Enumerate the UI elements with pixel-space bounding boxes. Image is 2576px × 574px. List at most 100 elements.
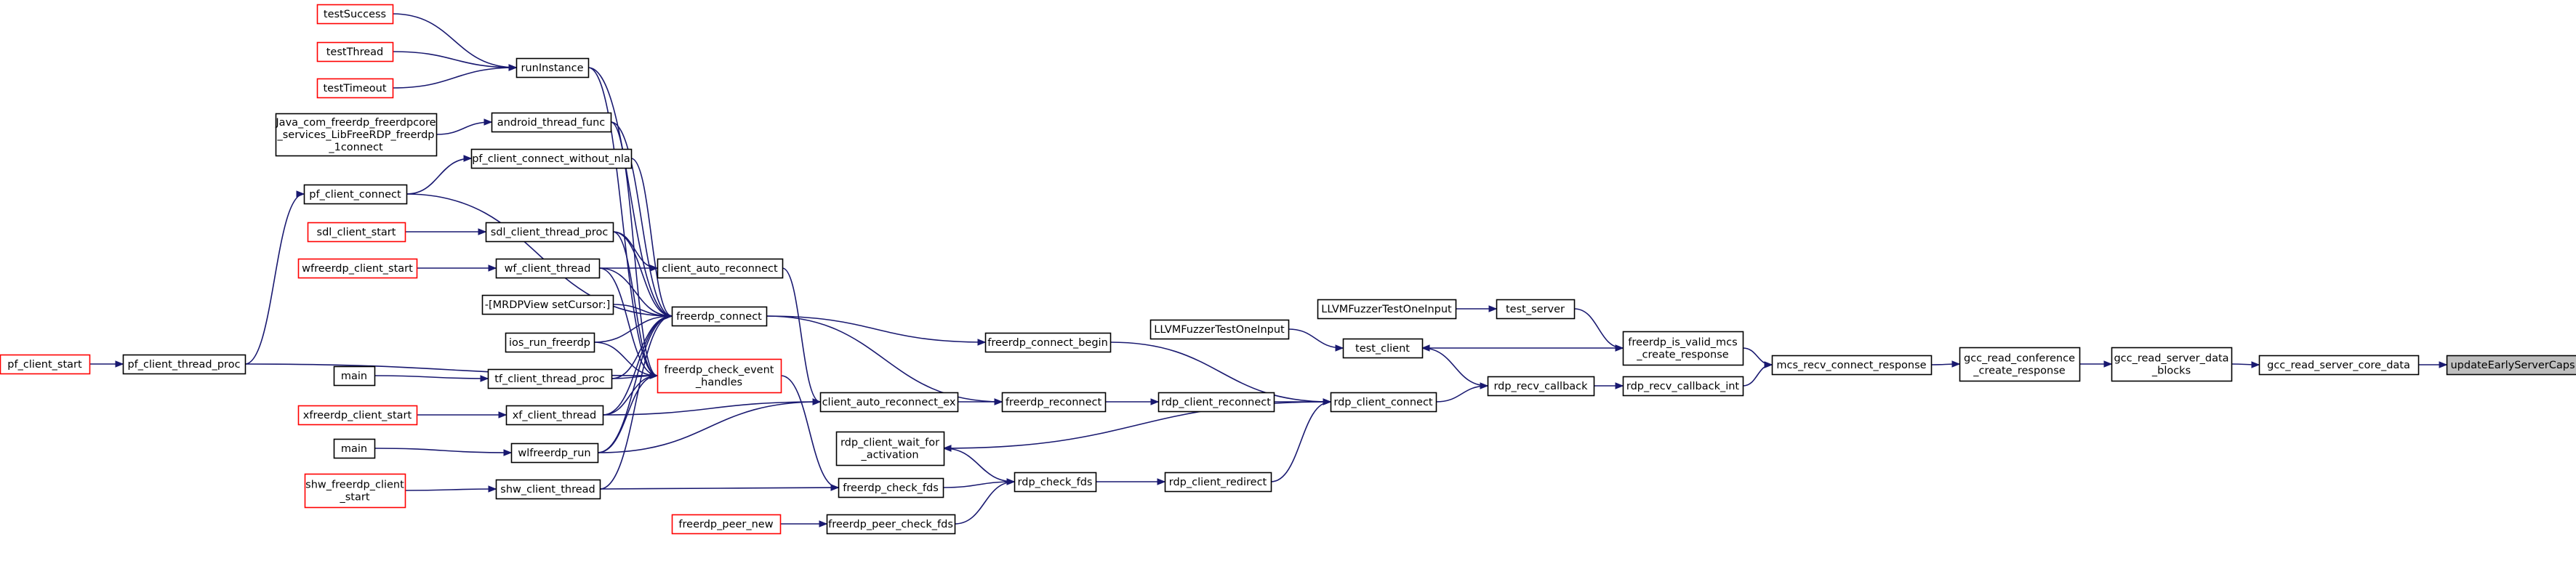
node-LLVMFuzzerTestOneInput_1[interactable]: LLVMFuzzerTestOneInput — [1317, 299, 1457, 320]
node-label: runInstance — [521, 62, 583, 74]
node-rdp_client_redirect[interactable]: rdp_client_redirect — [1164, 472, 1272, 493]
node-mrdpview_setcursor[interactable]: -[MRDPView setCursor:] — [481, 294, 614, 315]
edges-layer — [89, 13, 2448, 527]
node-freerdp_peer_new[interactable]: freerdp_peer_new — [671, 514, 782, 535]
node-label: testThread — [326, 47, 384, 58]
node-label: wlfreerdp_run — [518, 448, 590, 459]
node-testThread[interactable]: testThread — [316, 41, 394, 62]
node-gcc_read_server_data_blocks[interactable]: gcc_read_server_data_blocks — [2111, 347, 2233, 382]
node-shw_client_thread[interactable]: shw_client_thread — [495, 479, 601, 500]
edge-line — [597, 375, 658, 453]
edge-arrowhead — [480, 375, 489, 382]
node-label: freerdp_check_event — [665, 365, 774, 376]
node-box — [1771, 355, 1933, 376]
node-box — [275, 113, 438, 157]
node-label: Java_com_freerdp_freerdpcore — [275, 117, 436, 129]
node-wlfreerdp_run[interactable]: wlfreerdp_run — [510, 442, 599, 464]
node-android_thread_func[interactable]: android_thread_func — [491, 112, 612, 133]
edge-rdp_check_fds-to-rdp_client_redirect — [1096, 478, 1166, 485]
node-rdp_client_reconnect[interactable]: rdp_client_reconnect — [1157, 392, 1275, 413]
node-wfreerdp_client_start[interactable]: wfreerdp_client_start — [297, 258, 418, 279]
node-box — [1959, 347, 2081, 382]
node-box — [0, 354, 91, 375]
node-main_1[interactable]: main — [333, 365, 376, 387]
edge-freerdp_connect-to-freerdp_connect_begin — [766, 315, 987, 346]
node-freerdp_is_valid_mcs_create_response[interactable]: freerdp_is_valid_mcs_create_response — [1622, 331, 1744, 366]
node-box — [826, 514, 956, 535]
edge-line — [942, 481, 1015, 488]
node-box — [510, 442, 599, 464]
node-rdp_client_connect[interactable]: rdp_client_connect — [1330, 392, 1437, 413]
node-freerdp_connect[interactable]: freerdp_connect — [671, 306, 768, 327]
node-box — [819, 392, 959, 413]
edge-arrowhead — [508, 64, 518, 71]
edge-line — [392, 51, 517, 68]
node-freerdp_connect_begin[interactable]: freerdp_connect_begin — [984, 332, 1112, 353]
node-client_auto_reconnect_ex[interactable]: client_auto_reconnect_ex — [819, 392, 959, 413]
edge-arrowhead — [296, 190, 305, 198]
node-pf_client_connect[interactable]: pf_client_connect — [303, 184, 408, 205]
edge-line — [244, 193, 305, 365]
node-label: gcc_read_server_data — [2114, 353, 2228, 365]
edge-line — [587, 67, 658, 376]
node-test_client[interactable]: test_client — [1342, 338, 1424, 359]
node-gcc_read_server_core_data[interactable]: gcc_read_server_core_data — [2258, 355, 2420, 376]
edge-java_connect-to-android_thread_func — [436, 118, 493, 135]
node-runInstance[interactable]: runInstance — [515, 57, 590, 78]
node-tf_client_thread_proc[interactable]: tf_client_thread_proc — [487, 368, 613, 389]
node-rdp_client_wait_for_activation[interactable]: rdp_client_wait_for_activation — [835, 431, 945, 466]
node-LLVMFuzzerTestOneInput_2[interactable]: LLVMFuzzerTestOneInput — [1149, 319, 1290, 340]
node-box — [1001, 392, 1107, 413]
node-mcs_recv_connect_response[interactable]: mcs_recv_connect_response — [1771, 355, 1933, 376]
node-label: _handles — [695, 377, 742, 389]
node-label: sdl_client_start — [317, 227, 396, 238]
node-pf_client_start[interactable]: pf_client_start — [0, 354, 91, 375]
node-main_2[interactable]: main — [333, 438, 376, 459]
node-xfreerdp_client_start[interactable]: xfreerdp_client_start — [297, 405, 418, 426]
node-label: rdp_client_connect — [1333, 397, 1433, 408]
node-java_connect[interactable]: Java_com_freerdp_freerdpcore_services_Li… — [275, 113, 438, 157]
node-box — [1622, 331, 1744, 366]
node-label: wf_client_thread — [505, 263, 591, 275]
edge-test_client-to-freerdp_is_valid_mcs_create_response — [1422, 344, 1624, 352]
node-box — [657, 358, 782, 394]
edge-line — [598, 267, 658, 376]
node-freerdp_check_event_handles[interactable]: freerdp_check_event_handles — [657, 358, 782, 394]
node-rdp_check_fds[interactable]: rdp_check_fds — [1014, 472, 1097, 493]
node-sdl_client_start[interactable]: sdl_client_start — [307, 222, 406, 243]
node-box — [505, 405, 604, 426]
node-box — [1149, 319, 1290, 340]
edge-line — [1288, 328, 1344, 349]
node-label: xfreerdp_client_start — [303, 410, 412, 421]
node-freerdp_reconnect[interactable]: freerdp_reconnect — [1001, 392, 1107, 413]
edge-arrowhead — [488, 485, 497, 493]
node-rdp_recv_callback[interactable]: rdp_recv_callback — [1487, 376, 1595, 397]
node-shw_freerdp_client_start[interactable]: shw_freerdp_client_start — [304, 473, 406, 509]
node-ios_run_freerdp[interactable]: ios_run_freerdp — [505, 332, 595, 353]
node-testSuccess[interactable]: testSuccess — [316, 4, 394, 25]
node-label: sdl_client_thread_proc — [491, 227, 609, 238]
node-sdl_client_thread_proc[interactable]: sdl_client_thread_proc — [485, 222, 614, 243]
node-test_server[interactable]: test_server — [1496, 299, 1576, 320]
node-client_auto_reconnect[interactable]: client_auto_reconnect — [657, 258, 784, 279]
edge-line — [406, 193, 673, 317]
edge-line — [602, 315, 673, 416]
node-wf_client_thread[interactable]: wf_client_thread — [495, 258, 601, 279]
node-rdp_recv_callback_int[interactable]: rdp_recv_callback_int — [1622, 376, 1744, 397]
node-label: freerdp_peer_new — [678, 519, 773, 530]
node-box — [1157, 392, 1275, 413]
node-pf_client_connect_without_nla[interactable]: pf_client_connect_without_nla — [470, 148, 633, 169]
edge-sdl_client_start-to-sdl_client_thread_proc — [404, 228, 487, 235]
node-freerdp_peer_check_fds[interactable]: freerdp_peer_check_fds — [826, 514, 956, 535]
edge-line — [392, 13, 517, 68]
node-xf_client_thread[interactable]: xf_client_thread — [505, 405, 604, 426]
node-pf_client_thread_proc[interactable]: pf_client_thread_proc — [122, 354, 246, 375]
node-label: test_server — [1506, 304, 1565, 315]
node-gcc_read_conference_create_response[interactable]: gcc_read_conference_create_response — [1959, 347, 2081, 382]
node-testTimeout[interactable]: testTimeout — [316, 78, 394, 99]
edge-rdp_client_connect-to-rdp_recv_callback — [1435, 382, 1489, 403]
edge-arrowhead — [1323, 398, 1332, 405]
node-freerdp_check_fds[interactable]: freerdp_check_fds — [838, 477, 944, 498]
node-label: _activation — [860, 450, 918, 461]
node-box — [657, 258, 784, 279]
